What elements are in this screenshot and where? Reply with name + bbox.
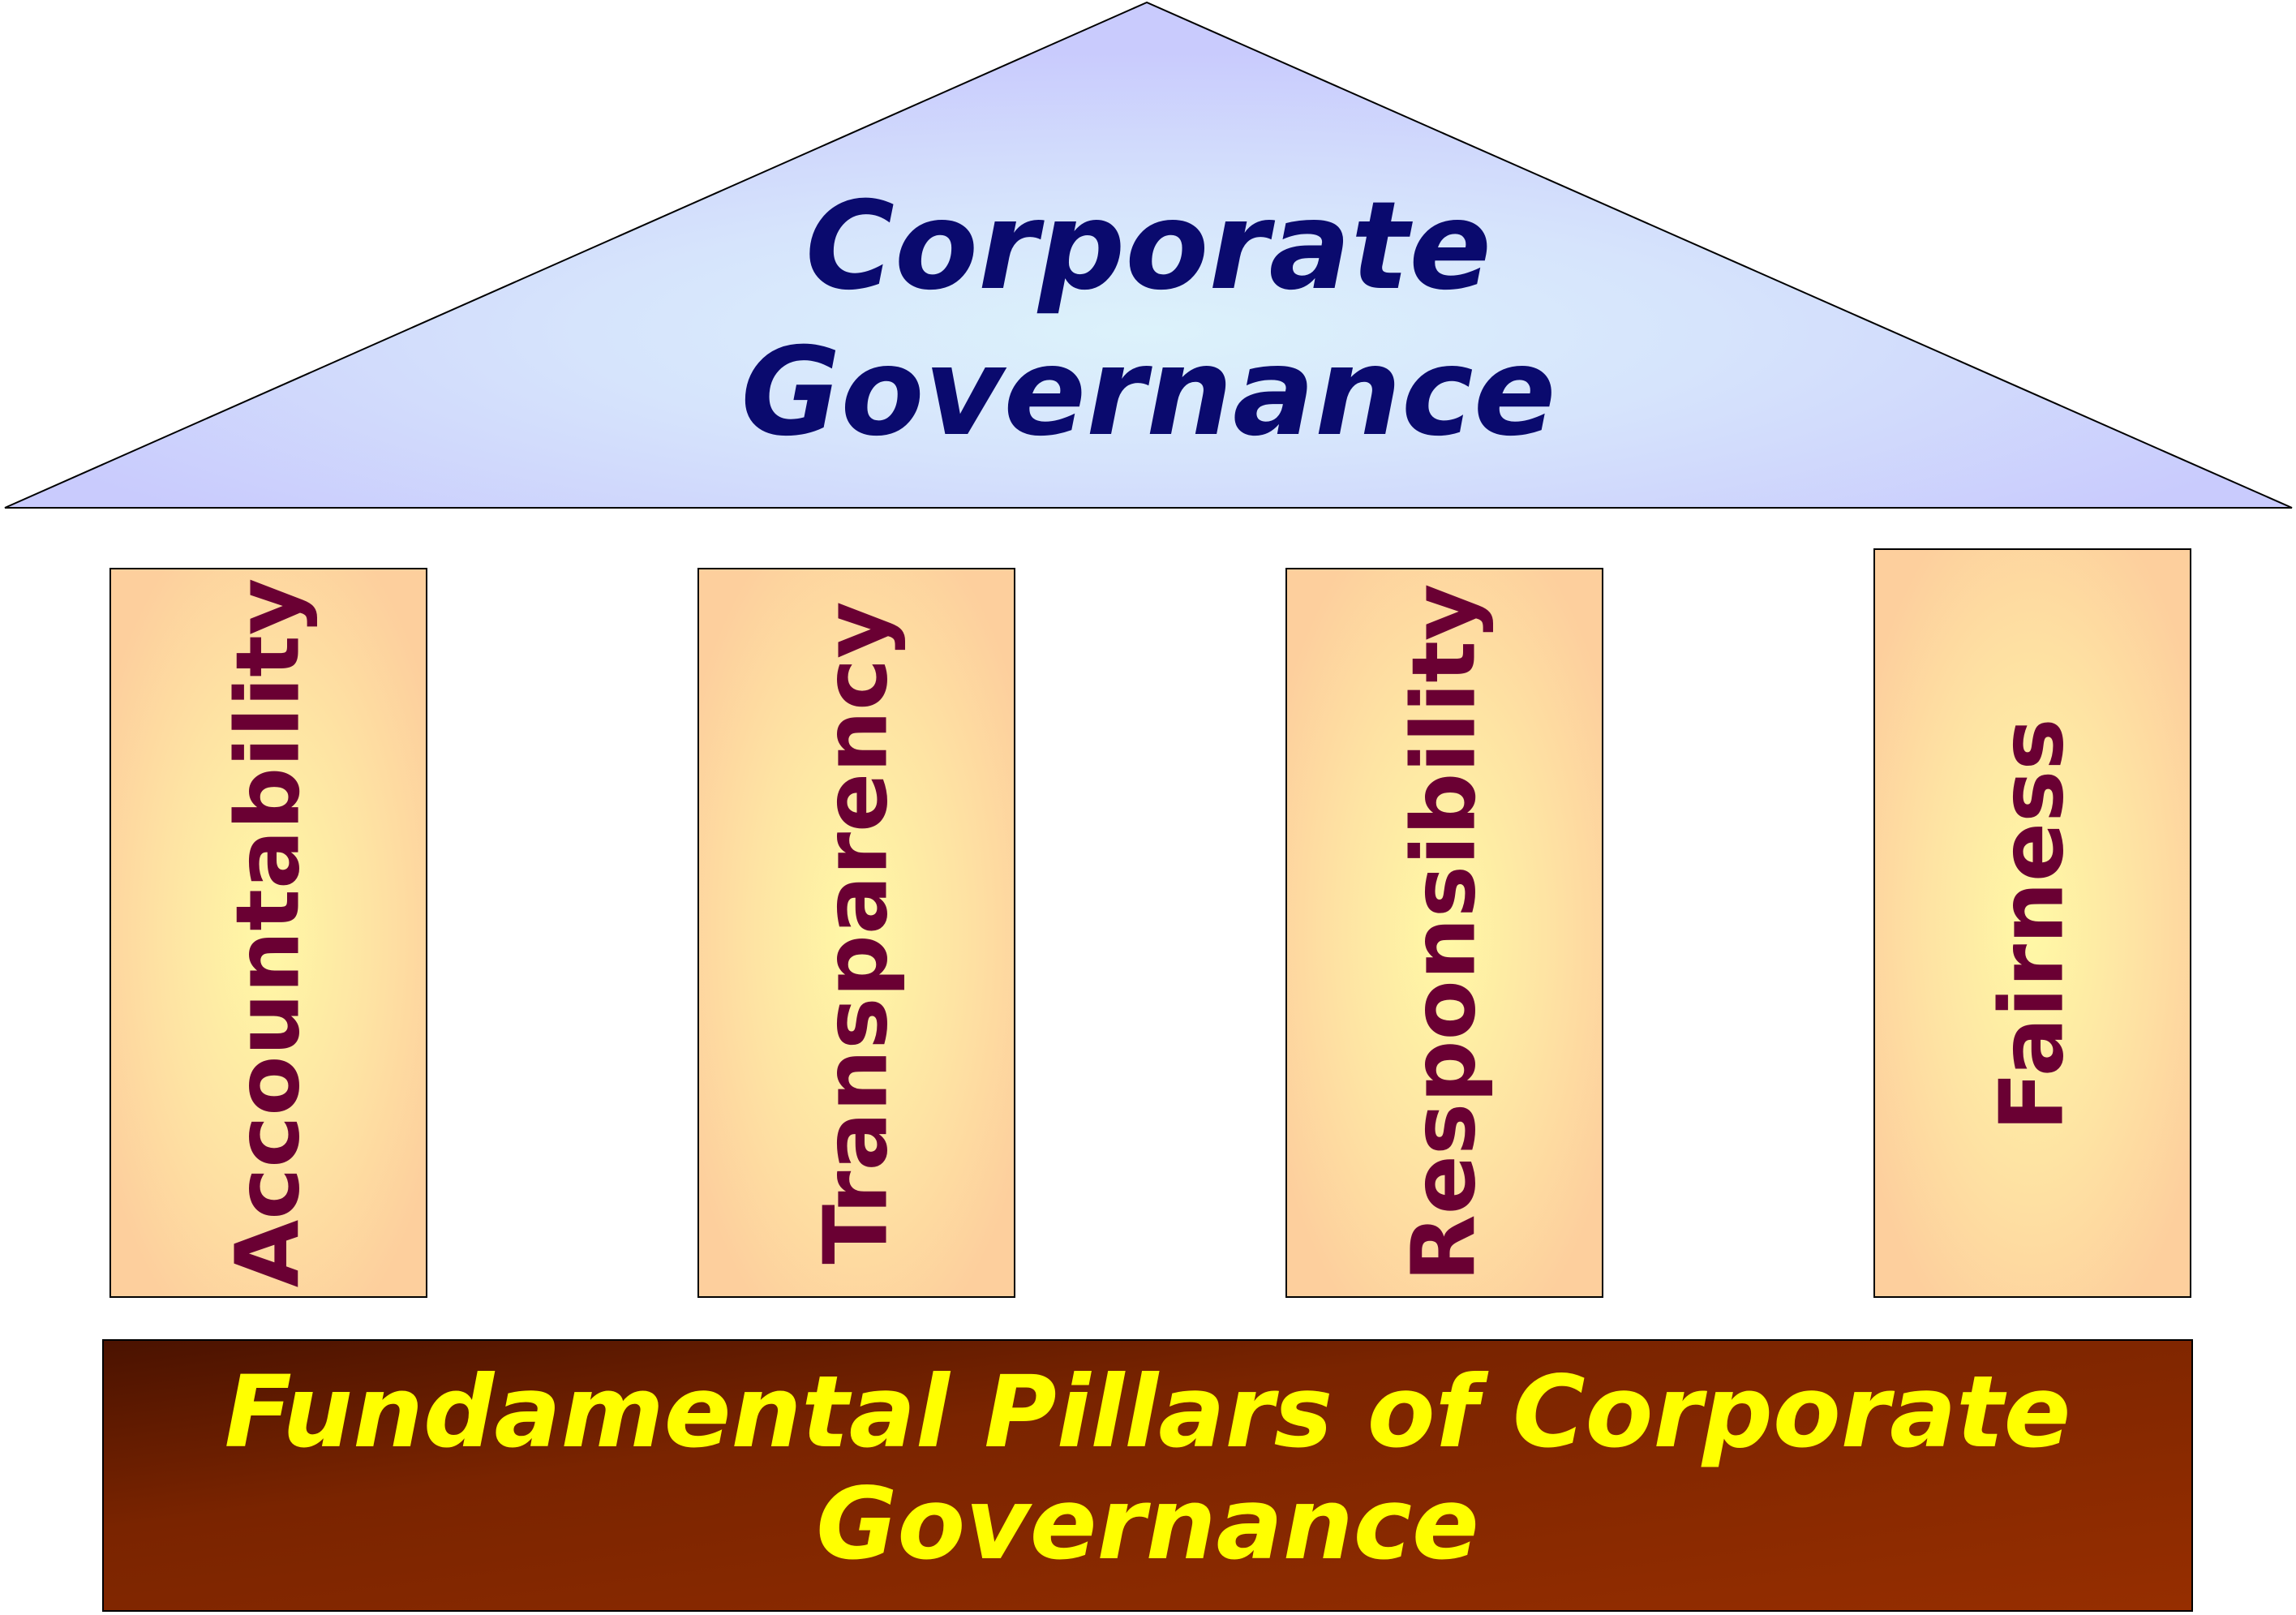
pillar-accountability: Accountability [109, 568, 427, 1298]
roof: Corporate Governance [4, 1, 2293, 509]
base-slab [102, 1339, 2193, 1612]
pillar-responsibility: Responsibility [1285, 568, 1603, 1298]
base-title-line1: Fundamental Pillars of Corporate [225, 1355, 2071, 1470]
pillar-fairness: Fairness [1873, 548, 2191, 1298]
pillar-label: Accountability [218, 578, 320, 1288]
pillar-label: Responsibility [1394, 584, 1496, 1282]
pillar-transparency: Transparency [697, 568, 1015, 1298]
pillar-column [1873, 548, 2191, 1298]
pillars: Accountability Transparency Responsibili… [109, 548, 2191, 1298]
pillar-column [109, 568, 427, 1298]
roof-title-line2: Governance [740, 322, 1556, 463]
pillar-label: Transparency [806, 601, 908, 1264]
pillar-column [697, 568, 1015, 1298]
base: Fundamental Pillars of Corporate Governa… [102, 1339, 2193, 1612]
pillar-column [1285, 568, 1603, 1298]
roof-triangle [4, 1, 2293, 509]
base-title-line2: Governance [816, 1467, 1478, 1582]
roof-title-line1: Corporate [805, 176, 1491, 317]
pillar-label: Fairness [1982, 718, 2084, 1131]
